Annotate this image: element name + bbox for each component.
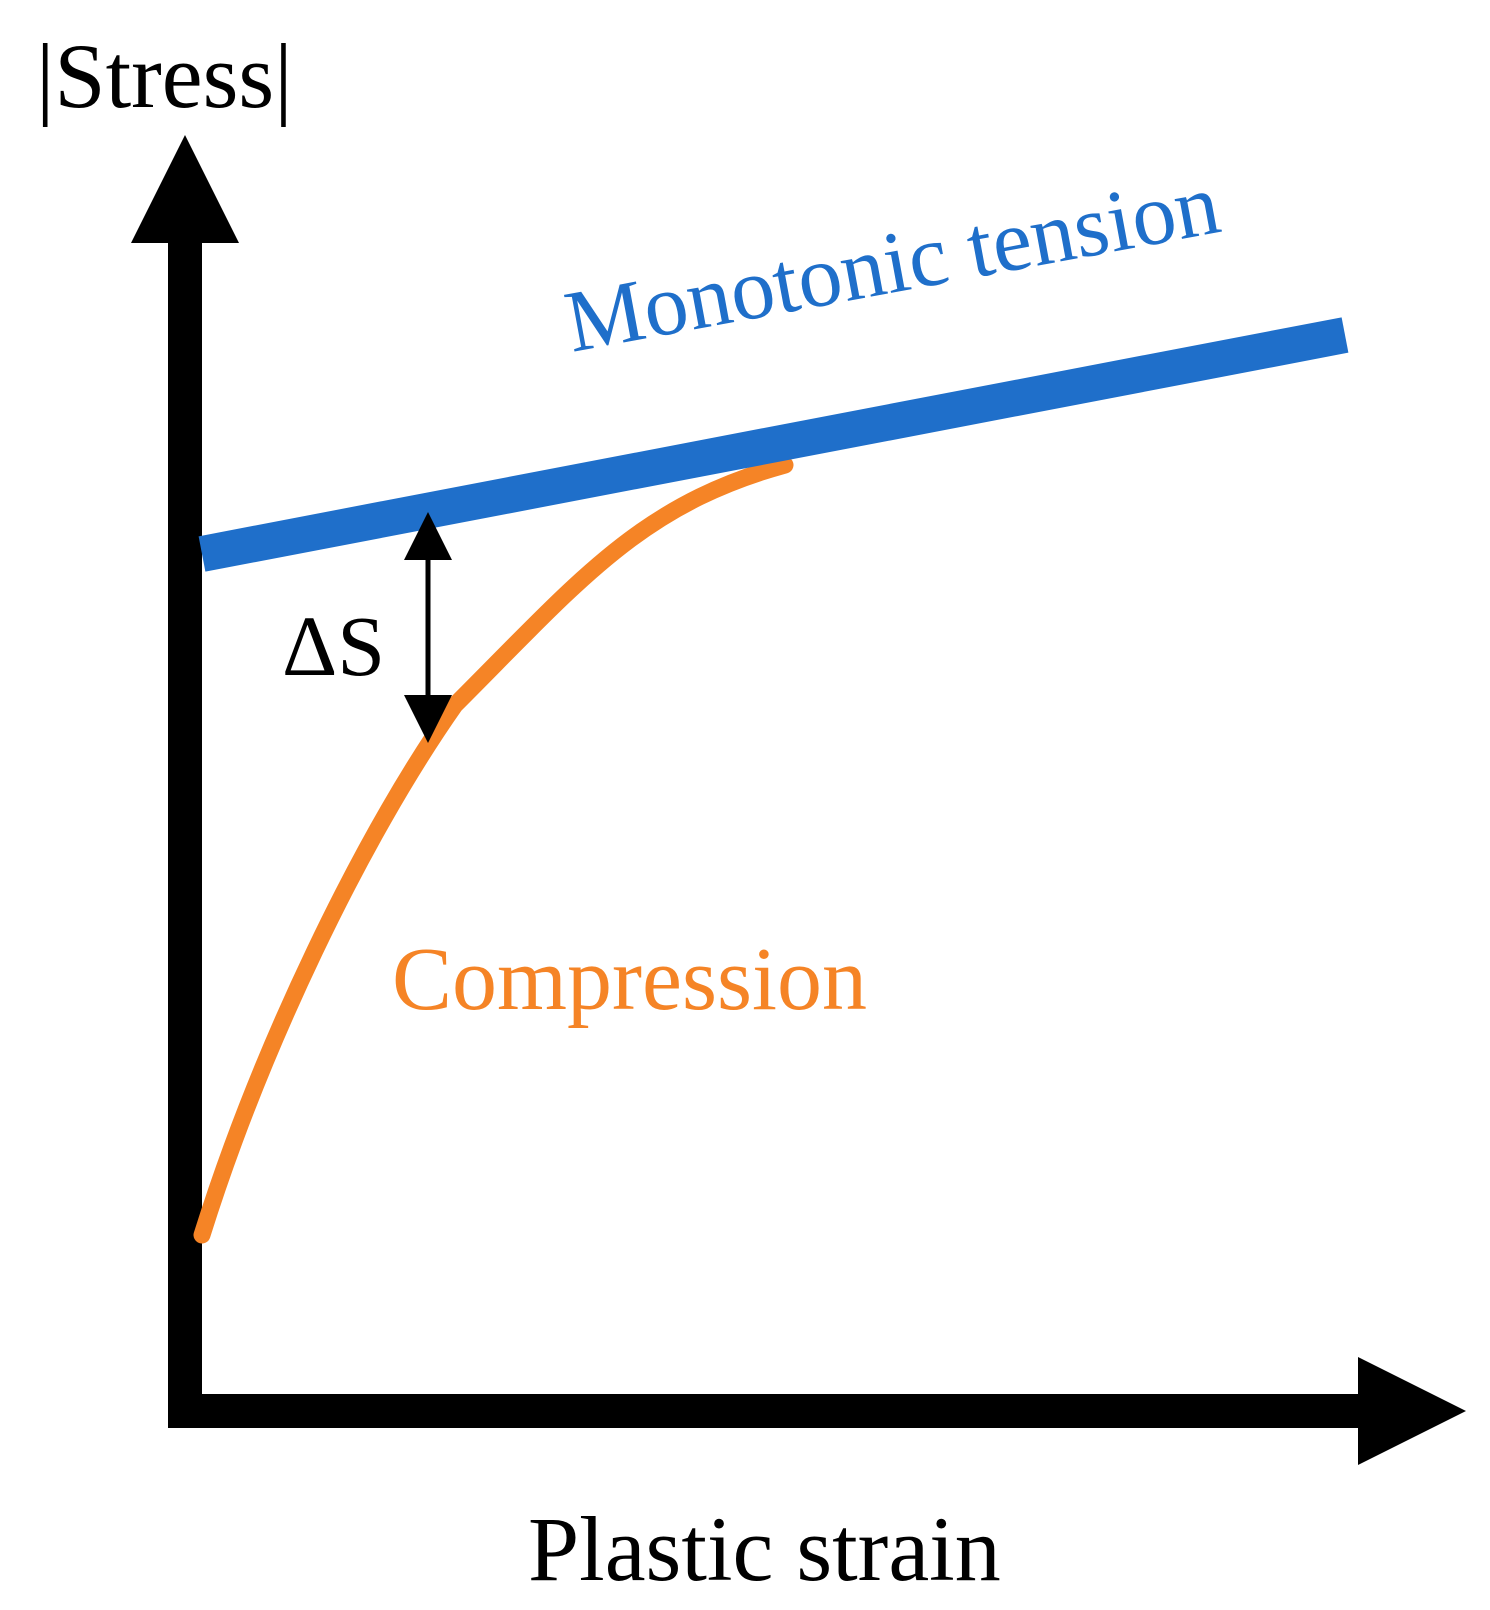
- x-axis-label: Plastic strain: [528, 1498, 1001, 1600]
- x-axis: [168, 1357, 1466, 1465]
- tension-label: Monotonic tension: [558, 156, 1227, 372]
- x-axis-arrowhead: [1358, 1357, 1466, 1465]
- tension-line: [198, 317, 1349, 572]
- delta-s-arrow: [404, 512, 452, 743]
- y-axis-arrowhead: [131, 135, 239, 243]
- x-axis-line: [168, 1394, 1368, 1428]
- y-axis: [131, 135, 239, 1428]
- compression-curve: [193, 456, 794, 1244]
- delta-s-arrowhead-up: [404, 512, 452, 560]
- compression-label: Compression: [392, 930, 867, 1029]
- delta-s-label: ΔS: [282, 598, 385, 694]
- delta-s-arrowhead-down: [404, 695, 452, 743]
- y-axis-label: |Stress|: [36, 25, 293, 127]
- y-axis-line: [168, 225, 202, 1428]
